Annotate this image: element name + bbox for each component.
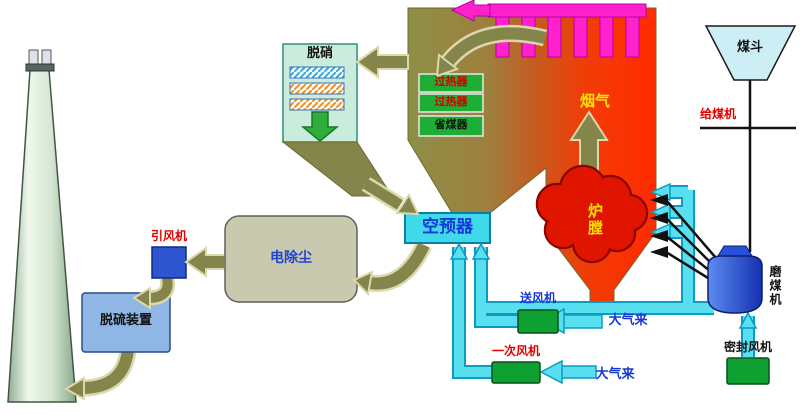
steam-tube [547, 16, 562, 58]
coal-hopper-label: 煤斗 [736, 40, 763, 55]
esp-label: 电除尘 [270, 250, 312, 266]
flue-arrow-idfan-to-fgd [132, 276, 176, 310]
superheater-2-box [418, 93, 484, 113]
superheater-2-label: 过热器 [434, 95, 468, 108]
flue-arrow-fgd-to-chimney [64, 348, 137, 401]
burner-lines [665, 199, 717, 280]
air-ducts [449, 182, 758, 385]
steam-tube [625, 16, 640, 58]
flue-gas-label: 烟气 [579, 92, 610, 110]
fd-fan-label: 送风机 [519, 291, 556, 305]
economizer-box [418, 115, 484, 137]
flue-arrow-boiler-to-scr [355, 45, 409, 79]
coal-mill-label: 磨煤机 [768, 265, 782, 307]
scr-vessel [282, 43, 358, 143]
air-arrow-to-aph-1 [471, 242, 491, 260]
scr-flow-down-arrow [300, 111, 340, 142]
pa-fan-box [491, 361, 541, 384]
steam-header-pipe [487, 3, 647, 18]
flue-arrow-aph-to-esp [352, 241, 432, 297]
furnace-label: 炉膛 [586, 203, 604, 237]
pa-fan-label: 一次风机 [491, 344, 540, 358]
chimney [7, 49, 77, 403]
mill-body [707, 255, 763, 314]
coal-mill-shape [707, 245, 763, 314]
economizer-label: 省煤器 [434, 118, 468, 131]
steam-tube [599, 16, 614, 58]
chimney-tower [7, 69, 77, 403]
pa-intake-arrow [539, 359, 563, 385]
steam-tube [573, 16, 588, 58]
superheater-1-label: 过热器 [434, 75, 468, 88]
id-fan-box [151, 246, 187, 279]
fd-fan-box [517, 309, 559, 334]
air-preheater-box [404, 212, 491, 244]
air-arrow-to-mill [738, 311, 758, 329]
superheater-1-box [418, 73, 484, 93]
seal-fan-label: 密封风机 [723, 340, 772, 354]
flue-arrow-esp-to-idfan [184, 246, 226, 278]
esp-vessel [224, 215, 358, 303]
atmosphere-fd-label: 大气来 [608, 313, 648, 328]
scr-catalyst-layer-2 [289, 98, 345, 111]
scr-label: 脱硝 [306, 46, 333, 61]
flue-arrow-scr-to-aph [361, 177, 420, 216]
fd-intake-duct [561, 314, 603, 329]
air-preheater-label: 空预器 [422, 217, 473, 237]
seal-fan-box [726, 357, 770, 385]
scr-catalyst-layer-1 [289, 82, 345, 95]
fgd-label: 脱硫装置 [99, 313, 152, 328]
mill-inlet [717, 245, 753, 257]
atmosphere-pa-label: 大气来 [595, 367, 635, 382]
scr-injection-grid [289, 66, 345, 79]
steam-out-arrow [450, 0, 491, 22]
coal-feeder-label: 给煤机 [699, 107, 736, 121]
air-arrow-to-aph-2 [449, 242, 469, 260]
burner-arrowheads [650, 194, 668, 258]
id-fan-label: 引风机 [150, 229, 187, 243]
furnace-cloud [535, 164, 649, 264]
chimney-cap [25, 63, 55, 72]
flue-arrow-crossover [435, 24, 548, 78]
coal-hopper-shape [704, 25, 797, 81]
